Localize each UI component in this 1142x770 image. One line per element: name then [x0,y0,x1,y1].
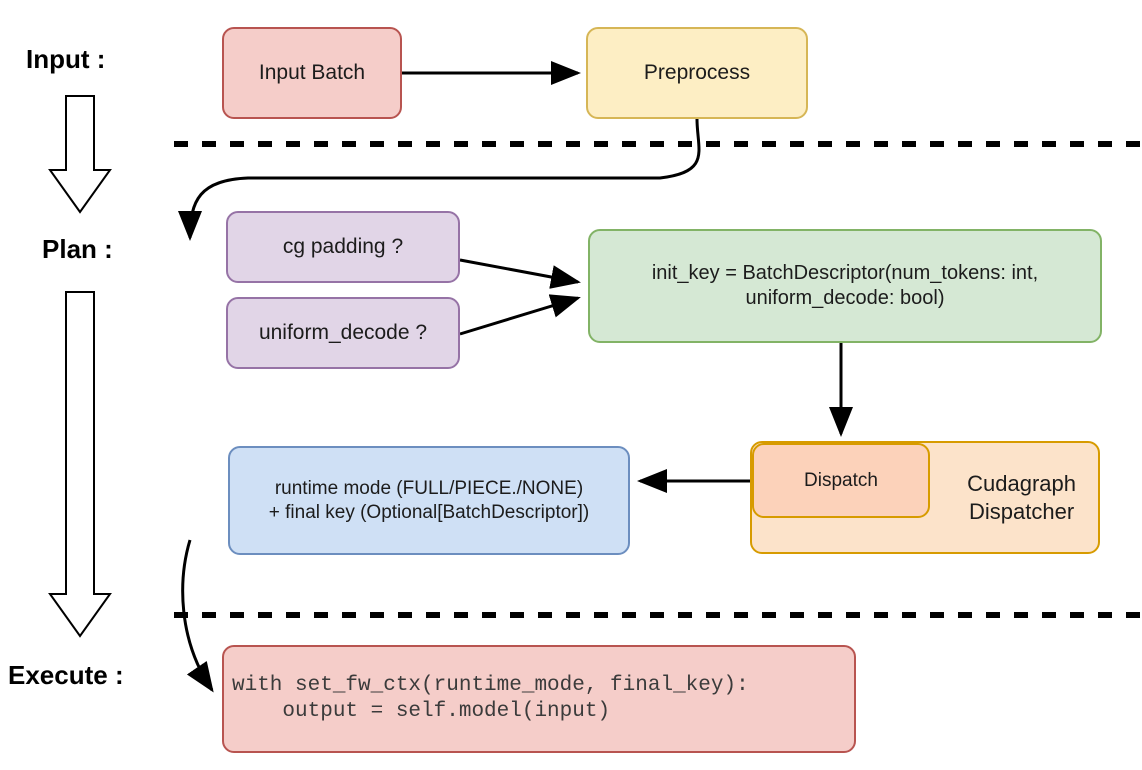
stage-label-input: Input : [26,44,106,74]
stage-label-execute: Execute : [8,660,124,690]
node-preprocess[interactable]: Preprocess [586,27,808,119]
node-init-key[interactable]: init_key = BatchDescriptor(num_tokens: i… [588,229,1102,343]
node-runtime-mode[interactable]: runtime mode (FULL/PIECE./NONE) + final … [228,446,630,555]
node-execute-code[interactable]: with set_fw_ctx(runtime_mode, final_key)… [222,645,856,753]
connector-cg-padding-to-init-key [459,258,581,289]
node-dispatch[interactable]: Dispatch [752,443,930,518]
node-input-batch[interactable]: Input Batch [222,27,402,119]
stage-label-plan: Plan : [42,234,113,264]
connector-runtime-mode-to-execute-code [181,539,214,693]
node-cg-padding[interactable]: cg padding ? [226,211,460,283]
connector-uniform-decode-to-init-key [459,294,581,336]
stage-arrow-input-to-plan [48,95,112,214]
stage-arrow-plan-to-execute [48,291,112,638]
node-uniform-decode[interactable]: uniform_decode ? [226,297,460,369]
